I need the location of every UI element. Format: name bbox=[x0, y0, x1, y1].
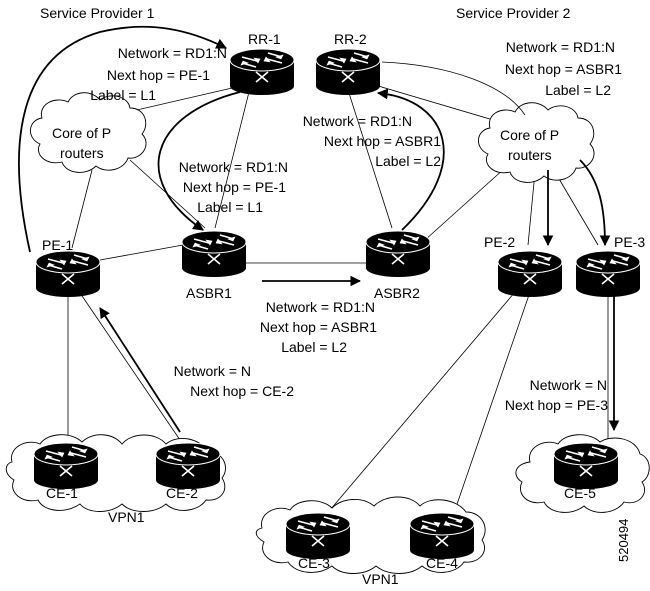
annotation-rr2: Network = RD1:N Next hop = ASBR1 Label =… bbox=[303, 113, 442, 169]
router-rr2 bbox=[315, 48, 381, 96]
provider-2-label: Service Provider 2 bbox=[456, 5, 571, 21]
router-asbr1 bbox=[181, 230, 247, 278]
router-ce1 bbox=[33, 442, 99, 490]
cloud-core1-line1: Core of P bbox=[52, 125, 111, 141]
route-arrows bbox=[18, 25, 620, 433]
annotation-mid-nexthop: Next hop = PE-1 bbox=[183, 179, 286, 195]
router-label-ce2: CE-2 bbox=[166, 485, 198, 501]
annotation-rr1-network: Network = RD1:N bbox=[118, 45, 227, 61]
link-rr1-asbr1 bbox=[214, 87, 251, 229]
annotation-rr2-label: Label = L2 bbox=[375, 153, 441, 169]
arrow-rr1-to-asbr1 bbox=[157, 91, 241, 231]
annotation-mid: Network = RD1:N Next hop = PE-1 Label = … bbox=[179, 159, 288, 215]
annotation-rr2-network: Network = RD1:N bbox=[303, 113, 412, 129]
annotation-asbr-nexthop: Next hop = ASBR1 bbox=[260, 319, 377, 335]
router-label-asbr1: ASBR1 bbox=[186, 285, 232, 301]
router-pe3 bbox=[575, 250, 641, 298]
annotation-mid-label: Label = L1 bbox=[197, 199, 263, 215]
router-label-asbr2: ASBR2 bbox=[374, 285, 420, 301]
annotation-ce2: Network = N Next hop = CE-2 bbox=[174, 363, 295, 399]
links bbox=[67, 84, 609, 511]
annotation-sp2: Network = RD1:N Next hop = ASBR1 Label =… bbox=[505, 39, 622, 98]
link-core2-pe3 bbox=[554, 171, 599, 246]
router-rr1 bbox=[229, 48, 295, 96]
annotation-pe3-nexthop: Next hop = PE-3 bbox=[505, 397, 608, 413]
cloud-core2-line2: routers bbox=[508, 147, 552, 163]
provider-1-label: Service Provider 1 bbox=[40, 5, 155, 21]
annotation-sp2-nexthop: Next hop = ASBR1 bbox=[505, 61, 622, 77]
router-pe2 bbox=[497, 250, 563, 298]
link-pe2-ce4 bbox=[454, 291, 531, 511]
router-ce5 bbox=[553, 442, 619, 490]
router-ce2 bbox=[155, 442, 221, 490]
annotation-rr1-nexthop: Next hop = PE-1 bbox=[107, 67, 210, 83]
arrow-ce2-to-pe1 bbox=[99, 307, 181, 433]
link-core1-pe1 bbox=[71, 169, 93, 249]
vpn-bottom-label: VPN1 bbox=[362, 571, 399, 587]
annotation-mid-network: Network = RD1:N bbox=[179, 159, 288, 175]
router-label-pe1: PE-1 bbox=[42, 237, 73, 253]
router-ce3 bbox=[285, 512, 351, 560]
arrow-asbr2-to-rr2 bbox=[376, 88, 445, 231]
figure-id: 520494 bbox=[616, 519, 631, 562]
router-label-pe2: PE-2 bbox=[484, 234, 515, 250]
router-label-pe3: PE-3 bbox=[614, 234, 645, 250]
annotation-pe3: Network = N Next hop = PE-3 bbox=[505, 377, 608, 413]
annotation-rr2-nexthop: Next hop = ASBR1 bbox=[324, 133, 441, 149]
router-label-ce5: CE-5 bbox=[564, 485, 596, 501]
annotation-sp2-network: Network = RD1:N bbox=[506, 39, 615, 55]
annotation-rr1: Network = RD1:N Next hop = PE-1 Label = … bbox=[90, 45, 227, 103]
router-label-ce4: CE-4 bbox=[426, 555, 458, 571]
annotation-asbr-label: Label = L2 bbox=[281, 339, 347, 355]
router-label-rr2: RR-2 bbox=[334, 31, 367, 47]
link-pe1-ce2 bbox=[77, 289, 181, 441]
cloud-core2 bbox=[478, 102, 595, 183]
arrow-core2-to-pe3 bbox=[579, 159, 611, 247]
link-rr2-core2 bbox=[374, 84, 511, 126]
router-label-ce3: CE-3 bbox=[298, 555, 330, 571]
cloud-core1 bbox=[30, 92, 147, 173]
link-pe1-asbr1 bbox=[99, 244, 184, 261]
arc-rr2-core2 bbox=[381, 61, 526, 116]
router-label-rr1: RR-1 bbox=[248, 31, 281, 47]
router-pe1 bbox=[35, 250, 101, 298]
router-label-ce1: CE-1 bbox=[46, 485, 78, 501]
annotation-sp2-label: Label = L2 bbox=[545, 82, 611, 98]
link-rr2-asbr2 bbox=[347, 89, 393, 229]
cloud-core2-line1: Core of P bbox=[500, 127, 559, 143]
router-ce4 bbox=[409, 512, 475, 560]
annotation-ce2-nexthop: Next hop = CE-2 bbox=[190, 383, 294, 399]
cloud-core1-line2: routers bbox=[60, 145, 104, 161]
arrow-pe1-to-rr1 bbox=[18, 25, 227, 253]
link-pe2-ce3 bbox=[329, 291, 516, 511]
link-asbr2-core2 bbox=[424, 167, 506, 241]
annotation-asbr: Network = RD1:N Next hop = ASBR1 Label =… bbox=[260, 299, 377, 355]
annotation-asbr-network: Network = RD1:N bbox=[266, 299, 375, 315]
annotation-ce2-network: Network = N bbox=[174, 363, 251, 379]
router-asbr2 bbox=[365, 230, 431, 278]
link-core2-pe2 bbox=[527, 171, 536, 246]
annotation-rr1-label: Label = L1 bbox=[90, 87, 156, 103]
annotation-pe3-network: Network = N bbox=[530, 377, 607, 393]
vpn-left-label: VPN1 bbox=[108, 509, 145, 525]
